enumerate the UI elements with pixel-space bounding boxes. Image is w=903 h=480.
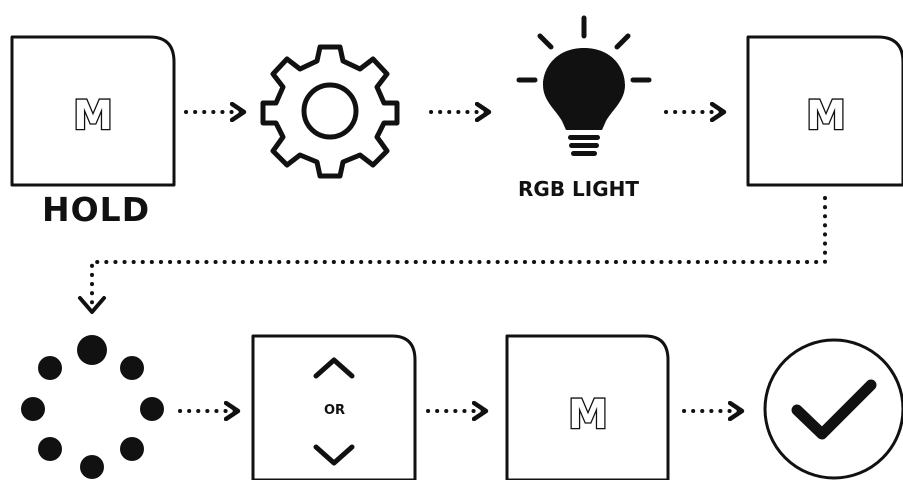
key-icon xyxy=(746,35,903,187)
up-or-down-key xyxy=(251,334,417,480)
key-icon xyxy=(505,334,670,480)
loading-dots-icon xyxy=(21,335,164,479)
key-m-release: M xyxy=(746,35,903,187)
chevron-down-icon xyxy=(313,444,355,466)
lightbulb-icon xyxy=(516,15,652,156)
key-icon xyxy=(10,35,176,187)
checkmark-circle-icon xyxy=(763,338,903,480)
key-m-confirm: M xyxy=(505,334,670,480)
hold-label: HOLD xyxy=(42,190,151,229)
gear-icon xyxy=(260,44,400,179)
key-letter: M xyxy=(568,392,608,438)
key-m-hold: M xyxy=(10,35,176,187)
chevron-down-icon xyxy=(78,296,106,314)
key-letter: M xyxy=(806,93,846,139)
key-icon xyxy=(251,334,417,480)
dotted-connector xyxy=(90,196,827,308)
key-letter: M xyxy=(73,93,113,139)
chevron-up-icon xyxy=(313,357,355,379)
or-label: OR xyxy=(324,403,346,418)
rgb-light-label: RGB LIGHT xyxy=(518,177,640,201)
